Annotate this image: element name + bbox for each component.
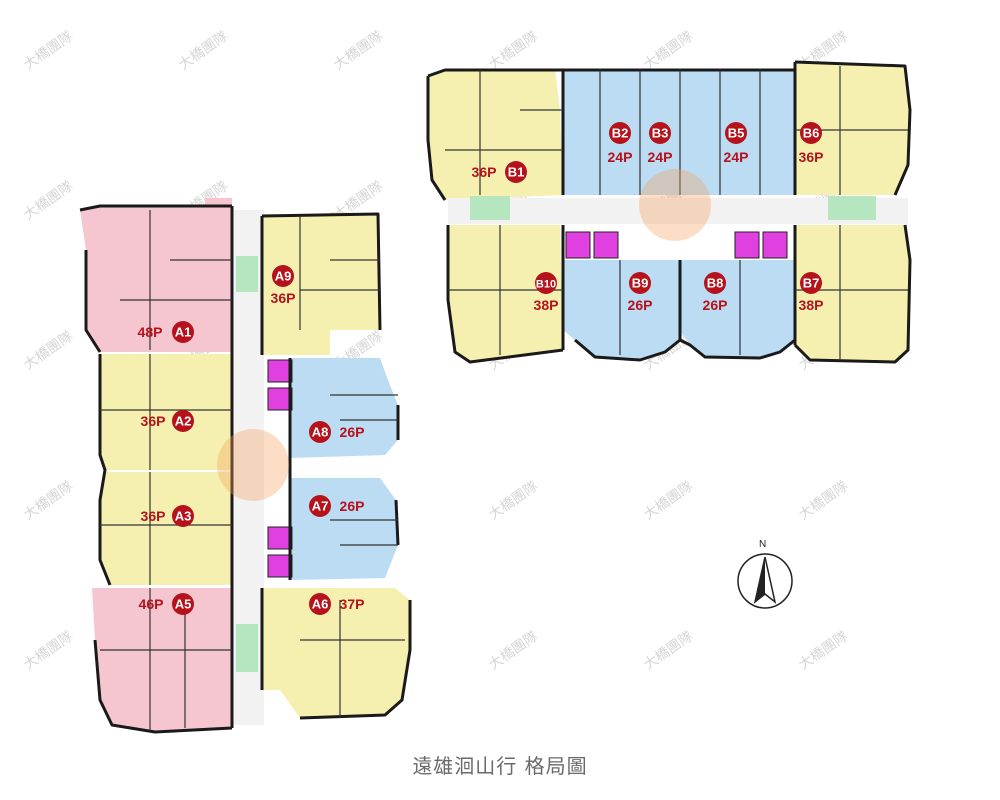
unit-b10-area xyxy=(448,225,563,362)
unit-size-b6: 36P xyxy=(799,149,824,165)
compass-rose xyxy=(737,553,793,609)
unit-badge-b9 xyxy=(629,272,651,294)
unit-size-b5: 24P xyxy=(724,149,749,165)
elevator-b-3 xyxy=(734,231,760,259)
logo-watermark-b xyxy=(639,169,711,241)
unit-code-a5: A5 xyxy=(175,597,192,612)
stair-a-top xyxy=(236,256,258,292)
unit-badge-a2 xyxy=(172,410,194,432)
unit-badge-b1 xyxy=(505,161,527,183)
unit-size-a2: 36P xyxy=(141,413,166,429)
unit-code-a9: A9 xyxy=(275,269,292,284)
unit-a6-area xyxy=(262,588,410,718)
unit-code-a2: A2 xyxy=(175,414,192,429)
unit-a2-area xyxy=(100,354,232,470)
unit-size-b3: 24P xyxy=(648,149,673,165)
unit-code-a8: A8 xyxy=(312,425,329,440)
unit-size-a6: 37P xyxy=(340,596,365,612)
unit-badge-a6 xyxy=(309,593,331,615)
unit-size-a5: 46P xyxy=(139,596,164,612)
unit-code-b10: B10 xyxy=(536,279,556,291)
unit-badge-a8 xyxy=(309,421,331,443)
unit-code-b6: B6 xyxy=(803,126,820,141)
unit-a5-area xyxy=(92,588,232,732)
unit-badge-b8 xyxy=(704,272,726,294)
elevator-b-1 xyxy=(565,231,591,259)
unit-size-b7: 38P xyxy=(799,297,824,313)
unit-badge-a9 xyxy=(272,265,294,287)
unit-size-b9: 26P xyxy=(628,297,653,313)
unit-a3-area xyxy=(100,472,232,585)
elevator-a-2 xyxy=(267,387,293,411)
elevator-a-4 xyxy=(267,554,293,578)
unit-code-a7: A7 xyxy=(312,499,329,514)
elevator-a-3 xyxy=(267,526,293,550)
unit-badge-a1 xyxy=(172,321,194,343)
unit-size-b2: 24P xyxy=(608,149,633,165)
unit-size-a3: 36P xyxy=(141,508,166,524)
unit-code-b3: B3 xyxy=(652,126,669,141)
unit-badge-b3 xyxy=(649,122,671,144)
unit-code-b1: B1 xyxy=(508,165,525,180)
unit-badge-b7 xyxy=(800,272,822,294)
page-title: 遠雄洄山行 格局圖 xyxy=(412,754,588,778)
unit-b8-area xyxy=(680,260,795,358)
unit-code-b8: B8 xyxy=(707,276,724,291)
stair-a-bottom xyxy=(236,624,258,672)
unit-b7-area xyxy=(795,225,910,362)
unit-badge-b6 xyxy=(800,122,822,144)
unit-a9-area xyxy=(262,212,380,355)
building-a-walls xyxy=(79,204,412,734)
unit-b1-area xyxy=(428,70,563,200)
building-b xyxy=(426,60,912,364)
unit-size-a7: 26P xyxy=(340,498,365,514)
unit-a8-area xyxy=(290,358,398,458)
stair-b-left xyxy=(470,196,510,220)
unit-badge-b2 xyxy=(609,122,631,144)
unit-badge-b5 xyxy=(725,122,747,144)
unit-code-b2: B2 xyxy=(612,126,629,141)
compass-arrow-fill xyxy=(755,557,765,602)
unit-code-a1: A1 xyxy=(175,325,192,340)
unit-size-a1: 48P xyxy=(138,324,163,340)
unit-size-a8: 26P xyxy=(340,424,365,440)
stair-b-right xyxy=(828,196,876,220)
unit-code-a6: A6 xyxy=(312,597,329,612)
unit-badge-a5 xyxy=(172,593,194,615)
unit-badge-a3 xyxy=(172,505,194,527)
elevator-b-2 xyxy=(593,231,619,259)
unit-size-b8: 26P xyxy=(703,297,728,313)
unit-b6-area xyxy=(795,62,910,195)
unit-code-b7: B7 xyxy=(803,276,820,291)
unit-badge-a7 xyxy=(309,495,331,517)
compass-north-label: N xyxy=(759,539,767,550)
unit-b2-b5-area xyxy=(563,70,795,195)
unit-badge-b10 xyxy=(535,272,557,294)
unit-a1-area xyxy=(80,198,232,352)
unit-labels: A1 48P A2 36P A3 36P A5 46P A6 37P A7 26P A8 26P A9 36P… xyxy=(138,122,824,615)
unit-code-b9: B9 xyxy=(632,276,649,291)
elevator-a-1 xyxy=(267,359,293,383)
unit-size-a9: 36P xyxy=(271,290,296,306)
building-b-walls xyxy=(426,60,912,364)
unit-code-a3: A3 xyxy=(175,509,192,524)
unit-code-b5: B5 xyxy=(728,126,745,141)
elevator-b-4 xyxy=(762,231,788,259)
logo-watermark-a xyxy=(217,429,289,501)
unit-size-b1: 36P xyxy=(472,164,497,180)
unit-size-b10: 38P xyxy=(534,297,559,313)
unit-a7-area xyxy=(290,478,398,580)
